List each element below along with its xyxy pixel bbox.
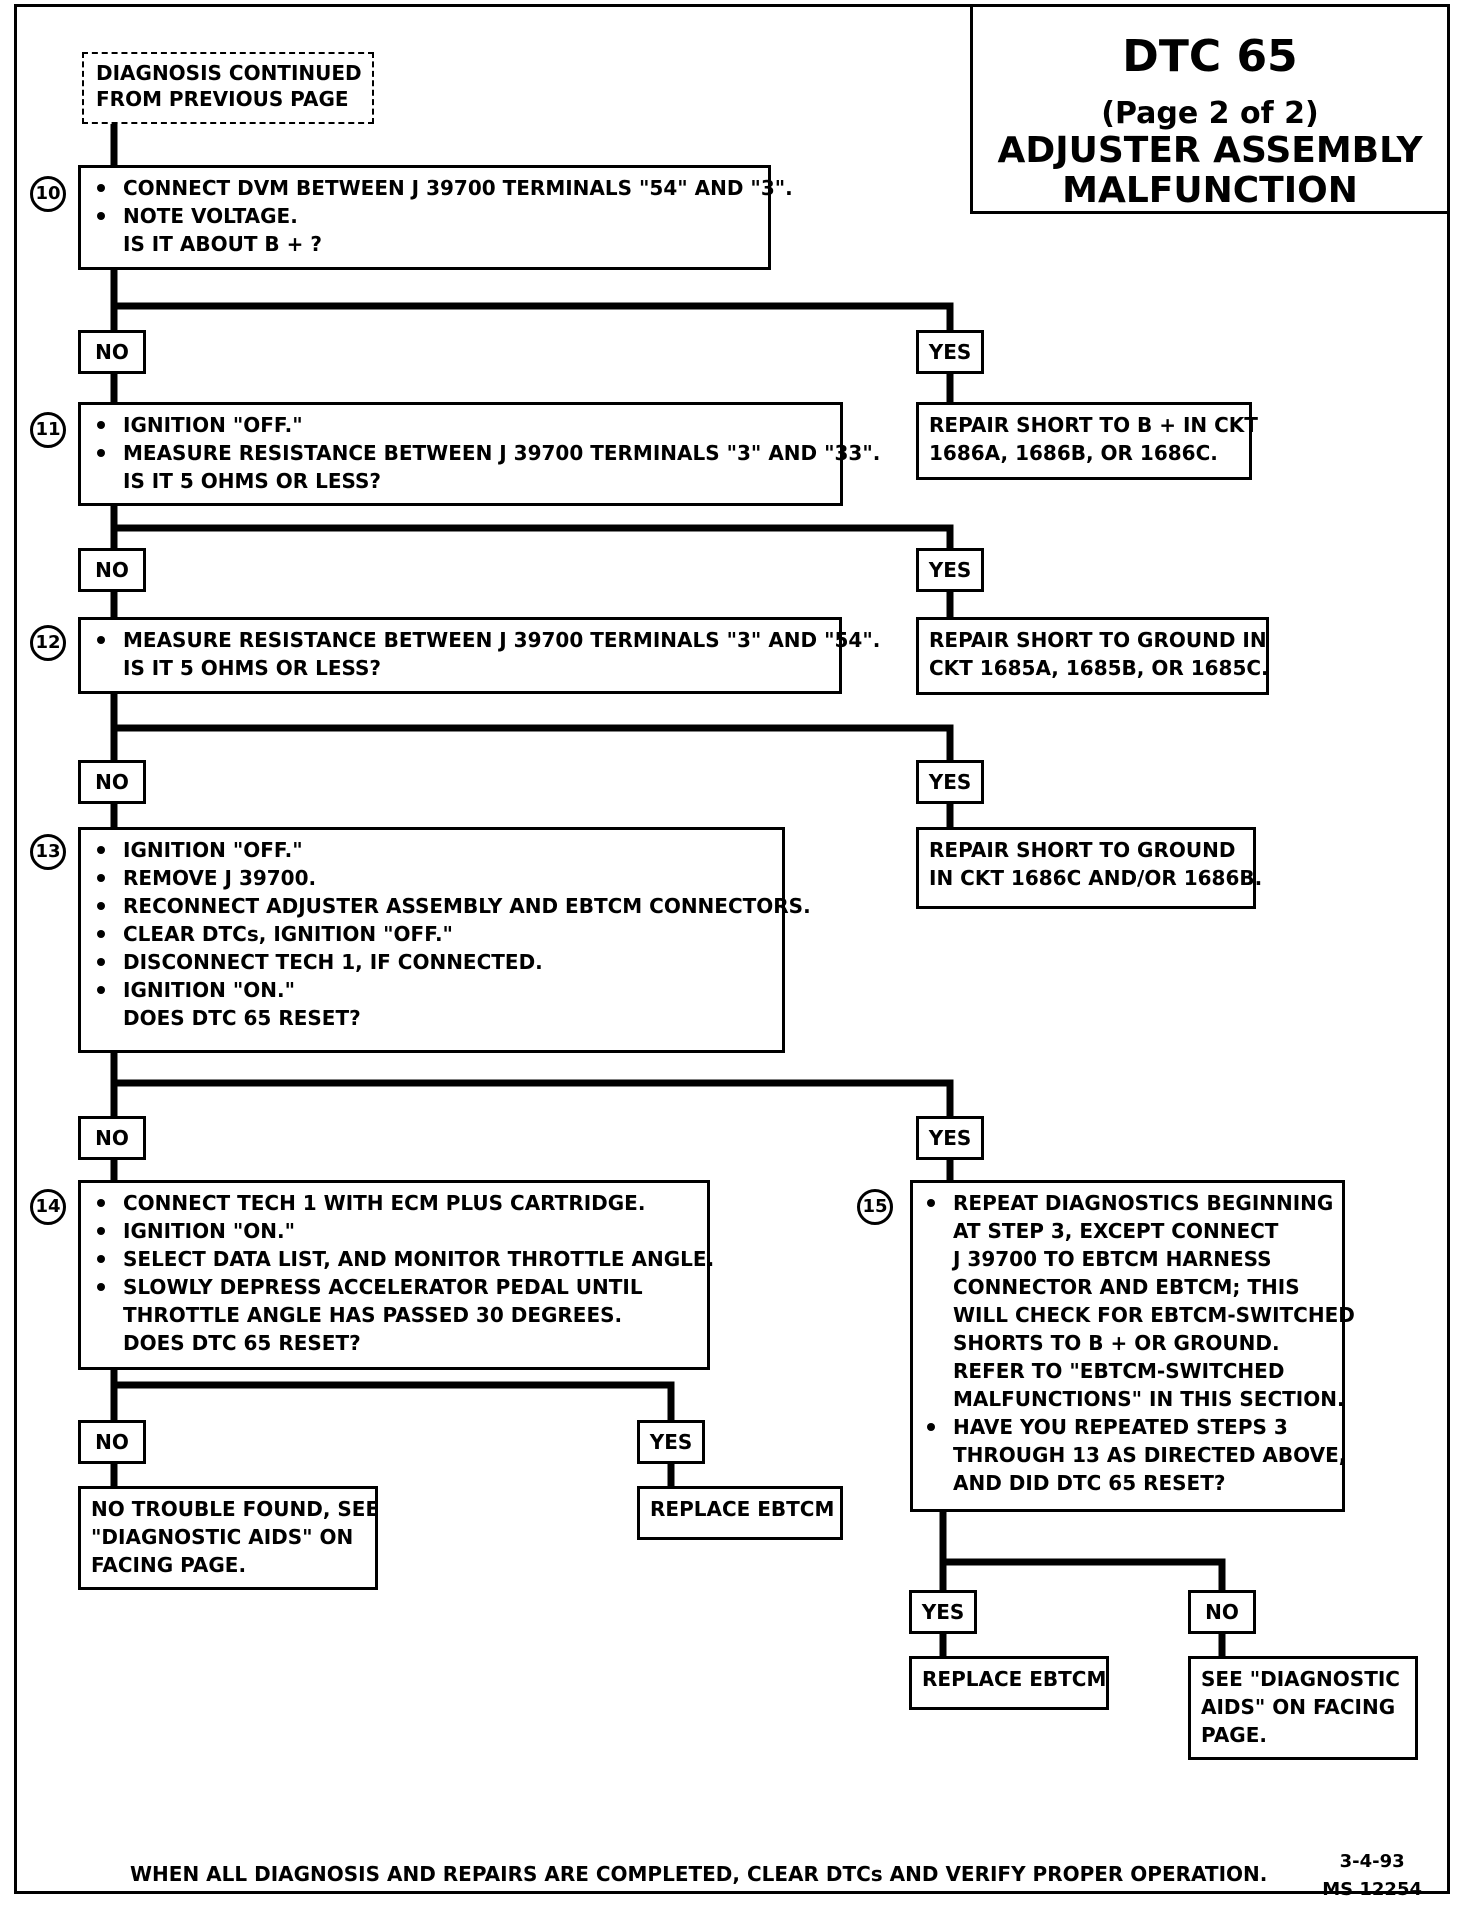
result-14-yes-line-1: REPLACE EBTCM [650,1497,835,1521]
step-14-bullet-1: CONNECT TECH 1 WITH ECM PLUS CARTRIDGE. [91,1189,697,1217]
result-11-yes-line-1: REPAIR SHORT TO GROUND IN [929,628,1267,652]
step-11-question: IS IT 5 OHMS OR LESS? [123,469,382,493]
step-15-yes-label: YES [909,1590,977,1634]
step-13-bullet-4: CLEAR DTCs, IGNITION "OFF." [91,920,772,948]
step-13-box: IGNITION "OFF." REMOVE J 39700. RECONNEC… [78,827,811,1053]
result-15-no-line-1: SEE "DIAGNOSTIC [1201,1667,1400,1691]
chart-title: DTC 65 [1122,31,1298,82]
result-14-yes-box: REPLACE EBTCM [637,1486,843,1540]
document-date: 3-4-93 [1339,1851,1405,1872]
step-14-yes-label: YES [637,1420,705,1464]
step-14-bullet-4: SLOWLY DEPRESS ACCELERATOR PEDAL UNTIL [91,1273,697,1301]
result-14-no-box: NO TROUBLE FOUND, SEE "DIAGNOSTIC AIDS" … [78,1486,380,1590]
result-12-yes-line-1: REPAIR SHORT TO GROUND [929,838,1236,862]
start-box: DIAGNOSIS CONTINUED FROM PREVIOUS PAGE [82,52,374,124]
step-15-box: REPEAT DIAGNOSTICS BEGINNING AT STEP 3, … [910,1180,1355,1512]
step-15-bullet-1-line-2: AT STEP 3, EXCEPT CONNECT [953,1219,1279,1243]
step-14-bullet-2: IGNITION "ON." [91,1217,697,1245]
subtitle-line-1: ADJUSTER ASSEMBLY [997,130,1423,171]
step-15-bullet-1-line-5: WILL CHECK FOR EBTCM-SWITCHED [953,1303,1355,1327]
step-12-no-label: NO [78,760,146,804]
step-11-yes-label: YES [916,548,984,592]
result-15-yes-box: REPLACE EBTCM [909,1656,1109,1710]
result-15-no-box: SEE "DIAGNOSTIC AIDS" ON FACING PAGE. [1188,1656,1418,1760]
step-10-bullet-2: NOTE VOLTAGE. [91,202,758,230]
step-13-bullet-5: DISCONNECT TECH 1, IF CONNECTED. [91,948,772,976]
document-code: MS 12254 [1322,1879,1422,1900]
step-15-bullet-2-line-2: THROUGH 13 AS DIRECTED ABOVE, [953,1443,1347,1467]
step-14-no-label: NO [78,1420,146,1464]
step-11-box: IGNITION "OFF." MEASURE RESISTANCE BETWE… [78,402,880,506]
result-10-yes-box: REPAIR SHORT TO B + IN CKT 1686A, 1686B,… [916,402,1258,480]
start-line-1: DIAGNOSIS CONTINUED [96,61,362,85]
result-11-yes-line-2: CKT 1685A, 1685B, OR 1685C. [929,656,1269,680]
title-block: DTC 65 (Page 2 of 2) ADJUSTER ASSEMBLY M… [970,4,1450,214]
step-number-15: 15 [857,1189,893,1225]
step-15-bullet-2: HAVE YOU REPEATED STEPS 3 [921,1413,1334,1441]
step-12-question: IS IT 5 OHMS OR LESS? [123,656,382,680]
step-11-bullet-2: MEASURE RESISTANCE BETWEEN J 39700 TERMI… [91,439,880,467]
step-13-bullet-3: RECONNECT ADJUSTER ASSEMBLY AND EBTCM CO… [91,892,811,920]
start-line-2: FROM PREVIOUS PAGE [96,87,349,111]
step-number-12: 12 [30,625,66,661]
result-15-no-line-2: AIDS" ON FACING [1201,1695,1396,1719]
result-11-yes-box: REPAIR SHORT TO GROUND IN CKT 1685A, 168… [916,617,1269,695]
result-12-yes-box: REPAIR SHORT TO GROUND IN CKT 1686C AND/… [916,827,1263,909]
step-14-bullet-3: SELECT DATA LIST, AND MONITOR THROTTLE A… [91,1245,714,1273]
result-15-no-line-3: PAGE. [1201,1723,1267,1747]
result-14-no-line-1: NO TROUBLE FOUND, SEE [91,1497,380,1521]
step-15-bullet-1-line-7: REFER TO "EBTCM-SWITCHED [953,1359,1285,1383]
step-13-bullet-6: IGNITION "ON." [91,976,772,1004]
document-reference: 3-4-93 MS 12254 [1322,1848,1422,1904]
result-10-yes-line-1: REPAIR SHORT TO B + IN CKT [929,413,1258,437]
step-12-bullet-1: MEASURE RESISTANCE BETWEEN J 39700 TERMI… [91,626,880,654]
subtitle-line-2: MALFUNCTION [1062,170,1358,211]
step-15-bullet-1-line-4: CONNECTOR AND EBTCM; THIS [953,1275,1300,1299]
step-number-14: 14 [30,1189,66,1225]
footer-note: WHEN ALL DIAGNOSIS AND REPAIRS ARE COMPL… [130,1862,1268,1886]
step-10-yes-label: YES [916,330,984,374]
result-10-yes-line-2: 1686A, 1686B, OR 1686C. [929,441,1218,465]
step-13-bullet-2: REMOVE J 39700. [91,864,772,892]
step-15-bullet-1-line-8: MALFUNCTIONS" IN THIS SECTION. [953,1387,1345,1411]
step-14-question: DOES DTC 65 RESET? [123,1331,361,1355]
step-11-bullet-1: IGNITION "OFF." [91,411,830,439]
result-12-yes-line-2: IN CKT 1686C AND/OR 1686B. [929,866,1263,890]
step-number-13: 13 [30,834,66,870]
step-10-box: CONNECT DVM BETWEEN J 39700 TERMINALS "5… [78,165,793,270]
step-number-11: 11 [30,412,66,448]
step-10-no-label: NO [78,330,146,374]
step-10-question: IS IT ABOUT B + ? [123,232,322,256]
step-11-no-label: NO [78,548,146,592]
result-15-yes-line-1: REPLACE EBTCM [922,1667,1107,1691]
step-14-bullet-4-cont: THROTTLE ANGLE HAS PASSED 30 DEGREES. [123,1303,623,1327]
step-12-box: MEASURE RESISTANCE BETWEEN J 39700 TERMI… [78,617,880,694]
step-10-bullet-1: CONNECT DVM BETWEEN J 39700 TERMINALS "5… [91,174,793,202]
step-15-bullet-1: REPEAT DIAGNOSTICS BEGINNING [921,1189,1334,1217]
page-indicator: (Page 2 of 2) [1101,96,1319,131]
step-15-bullet-2-line-3: AND DID DTC 65 RESET? [953,1471,1226,1495]
step-13-question: DOES DTC 65 RESET? [123,1006,361,1030]
step-15-bullet-1-line-6: SHORTS TO B + OR GROUND. [953,1331,1280,1355]
step-15-no-label: NO [1188,1590,1256,1634]
step-13-yes-label: YES [916,1116,984,1160]
step-15-bullet-1-line-3: J 39700 TO EBTCM HARNESS [953,1247,1272,1271]
step-13-bullet-1: IGNITION "OFF." [91,836,772,864]
step-12-yes-label: YES [916,760,984,804]
result-14-no-line-2: "DIAGNOSTIC AIDS" ON [91,1525,354,1549]
step-14-box: CONNECT TECH 1 WITH ECM PLUS CARTRIDGE. … [78,1180,714,1370]
step-13-no-label: NO [78,1116,146,1160]
result-14-no-line-3: FACING PAGE. [91,1553,247,1577]
page-border [14,4,1450,1894]
step-number-10: 10 [30,176,66,212]
